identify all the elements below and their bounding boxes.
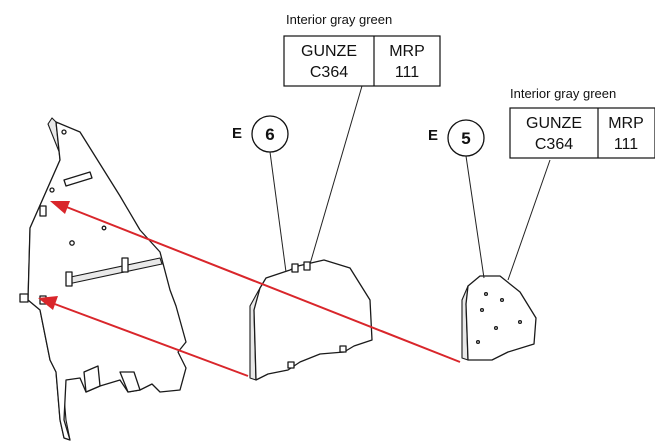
paint-callout-1-code-left: C364 [310, 64, 348, 81]
paint-callout-2-box [509, 107, 655, 159]
paint-callout-2-title: Interior gray green [510, 86, 616, 101]
part-e5-plate [465, 275, 537, 361]
main-frame-hole-1 [61, 129, 67, 135]
part-e5-hole-2 [499, 297, 505, 303]
part-e5-panel [461, 275, 537, 361]
paint-callout-1: Interior gray green GUNZE C364 MRP 111 [283, 12, 441, 87]
paint-callout-2-code-right: 111 [614, 136, 638, 153]
part-e5-hole-6 [475, 339, 481, 345]
arrow-e6-to-frame [51, 302, 249, 377]
part-e5-hole-3 [479, 307, 485, 313]
part-e5-hole-4 [517, 319, 523, 325]
main-frame-notch-1 [39, 205, 47, 217]
paint-callout-2: Interior gray green GUNZE C364 MRP 111 [509, 86, 655, 159]
leader-e5-callout [507, 159, 551, 281]
main-frame-notch-2 [19, 293, 29, 303]
paint-callout-2-brand-left: GUNZE [526, 115, 582, 132]
leader-e6-callout [309, 85, 363, 265]
main-frame-hole-4 [101, 225, 107, 231]
paint-callout-1-brand-right: MRP [389, 43, 425, 60]
part-e5-hole-5 [493, 325, 499, 331]
main-frame-plate [27, 121, 187, 441]
arrow-e5-head [50, 201, 70, 214]
main-frame-slot-top [63, 171, 93, 187]
part-e6-tab-1 [291, 263, 299, 273]
main-frame-bottom-notch-1 [83, 365, 101, 393]
assembly-arrows [38, 201, 461, 377]
main-frame-rod-tab-1 [121, 257, 129, 273]
paint-callout-1-title: Interior gray green [286, 12, 392, 27]
part-e5-hole-1 [483, 291, 489, 297]
arrow-e6-head [38, 296, 58, 310]
part-e5-number: 5 [461, 129, 470, 148]
paint-callout-1-box [283, 35, 441, 87]
paint-callout-2-code-left: C364 [535, 136, 573, 153]
main-frame-rod-tab-2 [65, 271, 73, 287]
paint-callout-1-code-right: 111 [395, 64, 419, 81]
leader-e5-number [465, 155, 485, 279]
part-label-e6: E 6 [232, 115, 289, 153]
main-frame-part [19, 117, 187, 441]
part-e6-panel [249, 259, 373, 381]
part-e6-tab-3 [287, 361, 295, 369]
part-e6-tab-4 [339, 345, 347, 353]
part-label-e5: E 5 [428, 119, 485, 157]
arrow-e5-to-frame [63, 205, 461, 363]
paint-callout-1-brand-left: GUNZE [301, 43, 357, 60]
leader-e6-number [269, 151, 287, 273]
part-e6-number: 6 [265, 125, 274, 144]
main-frame-bottom-notch-2 [119, 371, 141, 393]
main-frame-hole-2 [69, 240, 75, 246]
part-e6-circle [251, 115, 289, 153]
part-e5-circle [447, 119, 485, 157]
paint-callout-2-brand-right: MRP [608, 115, 644, 132]
leader-lines [269, 85, 551, 281]
main-frame-hole-3 [49, 187, 55, 193]
part-e5-letter: E [428, 127, 438, 144]
part-e6-tab-2 [303, 261, 311, 271]
part-e6-letter: E [232, 125, 242, 142]
